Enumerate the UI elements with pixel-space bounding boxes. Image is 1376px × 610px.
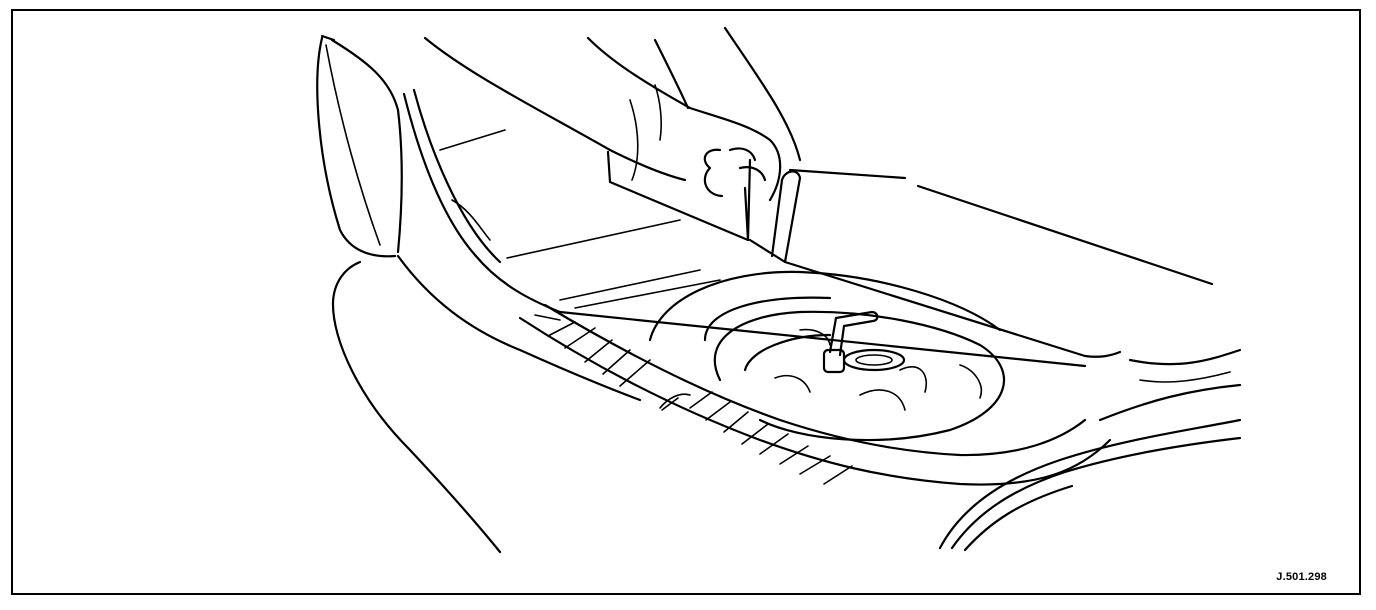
tail-light (316, 34, 403, 258)
wheel-wrench (822, 310, 879, 374)
figure-reference-code: J.501.298 (1276, 571, 1327, 583)
trunk-floor-cover (606, 150, 1214, 358)
body-panel (331, 88, 642, 554)
spare-wheel (648, 270, 1006, 442)
figure-border (11, 9, 1361, 595)
right-body (653, 26, 1242, 552)
trim-stripes (534, 314, 853, 485)
arm-hand (423, 36, 782, 202)
trunk-sill (439, 129, 1112, 486)
